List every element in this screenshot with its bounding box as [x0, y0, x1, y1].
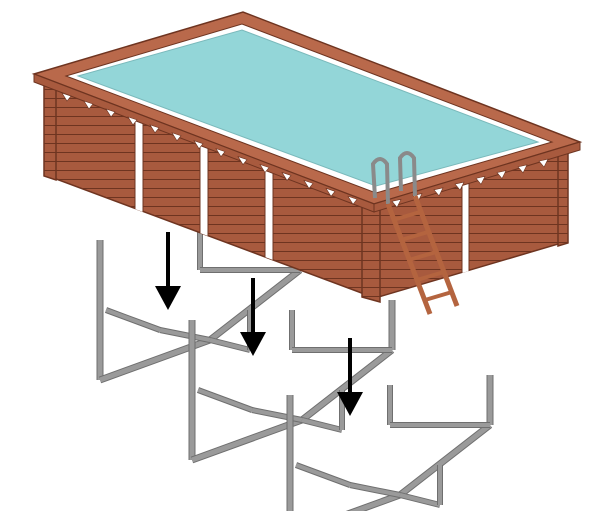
coping-bracket — [237, 156, 248, 166]
coping-bracket — [517, 164, 528, 174]
down-arrow-2 — [240, 278, 266, 356]
pool-ladder — [370, 151, 460, 315]
support-frames — [96, 220, 494, 511]
coping-brackets — [61, 92, 549, 208]
coping-bracket — [193, 140, 204, 150]
right-wall-posts — [461, 174, 470, 273]
coping-bracket — [475, 175, 486, 185]
wooden-pool — [31, 11, 583, 315]
coping-bracket — [347, 195, 358, 205]
coping-bracket — [303, 179, 314, 189]
coping-bracket — [83, 100, 94, 110]
coping-bracket — [171, 132, 182, 142]
coping-bracket — [149, 124, 160, 134]
down-arrow-3 — [337, 338, 363, 416]
ladder-handrail-left — [370, 157, 390, 205]
coping-bracket — [61, 92, 72, 102]
coping-bracket — [433, 187, 444, 197]
coping-bracket — [259, 163, 270, 174]
coping-bracket — [325, 187, 336, 197]
ladder-handrail-right — [397, 151, 417, 197]
pool-water — [76, 29, 540, 187]
pool-coping-edge-right — [373, 141, 581, 213]
coping-bracket — [215, 148, 226, 158]
coping-bracket — [454, 181, 465, 191]
support-frame-2 — [188, 300, 396, 464]
coping-bracket — [496, 170, 507, 180]
left-wall-posts — [134, 118, 274, 260]
coping-bracket — [538, 158, 549, 168]
coping-bracket — [281, 171, 292, 181]
pool-right-corner-post — [557, 145, 569, 248]
coping-bracket — [391, 198, 402, 208]
coping-bracket — [127, 116, 138, 126]
coping-bracket — [105, 108, 116, 118]
pool-left-corner-post — [43, 78, 57, 182]
down-arrow-1 — [155, 232, 181, 310]
down-arrows — [155, 232, 363, 416]
pool-corner-post — [361, 195, 381, 303]
support-frame-3 — [286, 375, 494, 511]
